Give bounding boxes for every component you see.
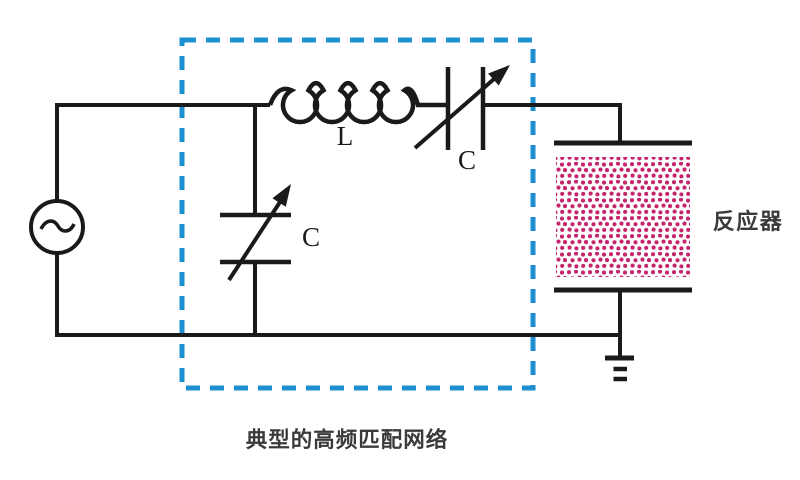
series-capacitor-label: C <box>458 145 476 175</box>
wire-bottom <box>55 253 620 337</box>
wire-top-left <box>55 103 270 201</box>
wire-top-right <box>483 103 622 143</box>
ac-source-sine-icon <box>39 219 76 233</box>
diagram-caption: 典型的高频匹配网络 <box>246 427 449 453</box>
reactor-label: 反应器 <box>713 209 784 235</box>
matching-network-box <box>179 37 536 391</box>
inductor-label: L <box>337 121 354 151</box>
series-capacitor-arrow-shaft <box>413 77 496 150</box>
inductor-coil <box>267 80 448 125</box>
series-capacitor-arrowhead-icon <box>488 65 510 86</box>
component-labels: L C C <box>302 121 476 252</box>
ac-source-icon <box>29 199 85 255</box>
shunt-capacitor-arrowhead-icon <box>272 184 291 207</box>
circuit-wires <box>29 67 692 382</box>
cjk-labels: 反应器 典型的高频匹配网络 <box>246 209 784 453</box>
shunt-capacitor-arrow-shaft <box>227 200 282 282</box>
shunt-capacitor-label: C <box>302 222 320 252</box>
plasma-dots <box>556 157 690 277</box>
arrowheads <box>272 65 510 207</box>
